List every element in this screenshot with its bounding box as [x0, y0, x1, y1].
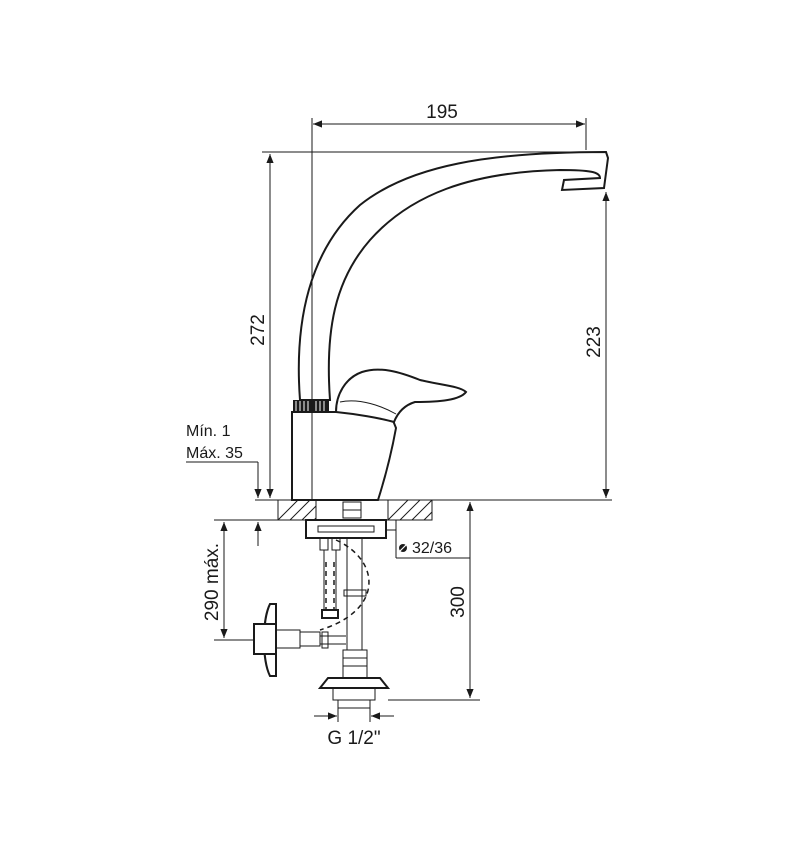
- label-hole-diameter: 32/36: [412, 540, 452, 557]
- deck-section: [258, 499, 433, 539]
- faucet-body: [291, 410, 398, 501]
- label-spout-height: 223: [584, 326, 605, 358]
- faucet: [291, 150, 610, 501]
- spout: [297, 150, 610, 401]
- label-counter-min: Mín. 1: [186, 423, 231, 440]
- label-connection-thread: G 1/2": [327, 728, 380, 749]
- lever-handle: [334, 368, 468, 424]
- dim-counter-thickness: [186, 461, 262, 546]
- dim-total-height: [262, 151, 604, 498]
- label-spout-reach: 195: [426, 102, 458, 123]
- label-counter-max: Máx. 35: [186, 445, 243, 462]
- label-rod-length: 300: [448, 586, 469, 618]
- dim-connection-thread: [314, 708, 394, 722]
- dim-hose-length: [214, 519, 258, 641]
- dim-rod-length: [388, 502, 480, 701]
- knurled-ring: [293, 400, 329, 412]
- supply-hoses: [317, 537, 391, 709]
- dim-spout-reach: [311, 118, 587, 500]
- dim-hole-diameter: [386, 520, 470, 559]
- label-total-height: 272: [248, 314, 269, 346]
- label-hose-length: 290 máx.: [202, 543, 223, 621]
- angle-valve: [253, 603, 346, 677]
